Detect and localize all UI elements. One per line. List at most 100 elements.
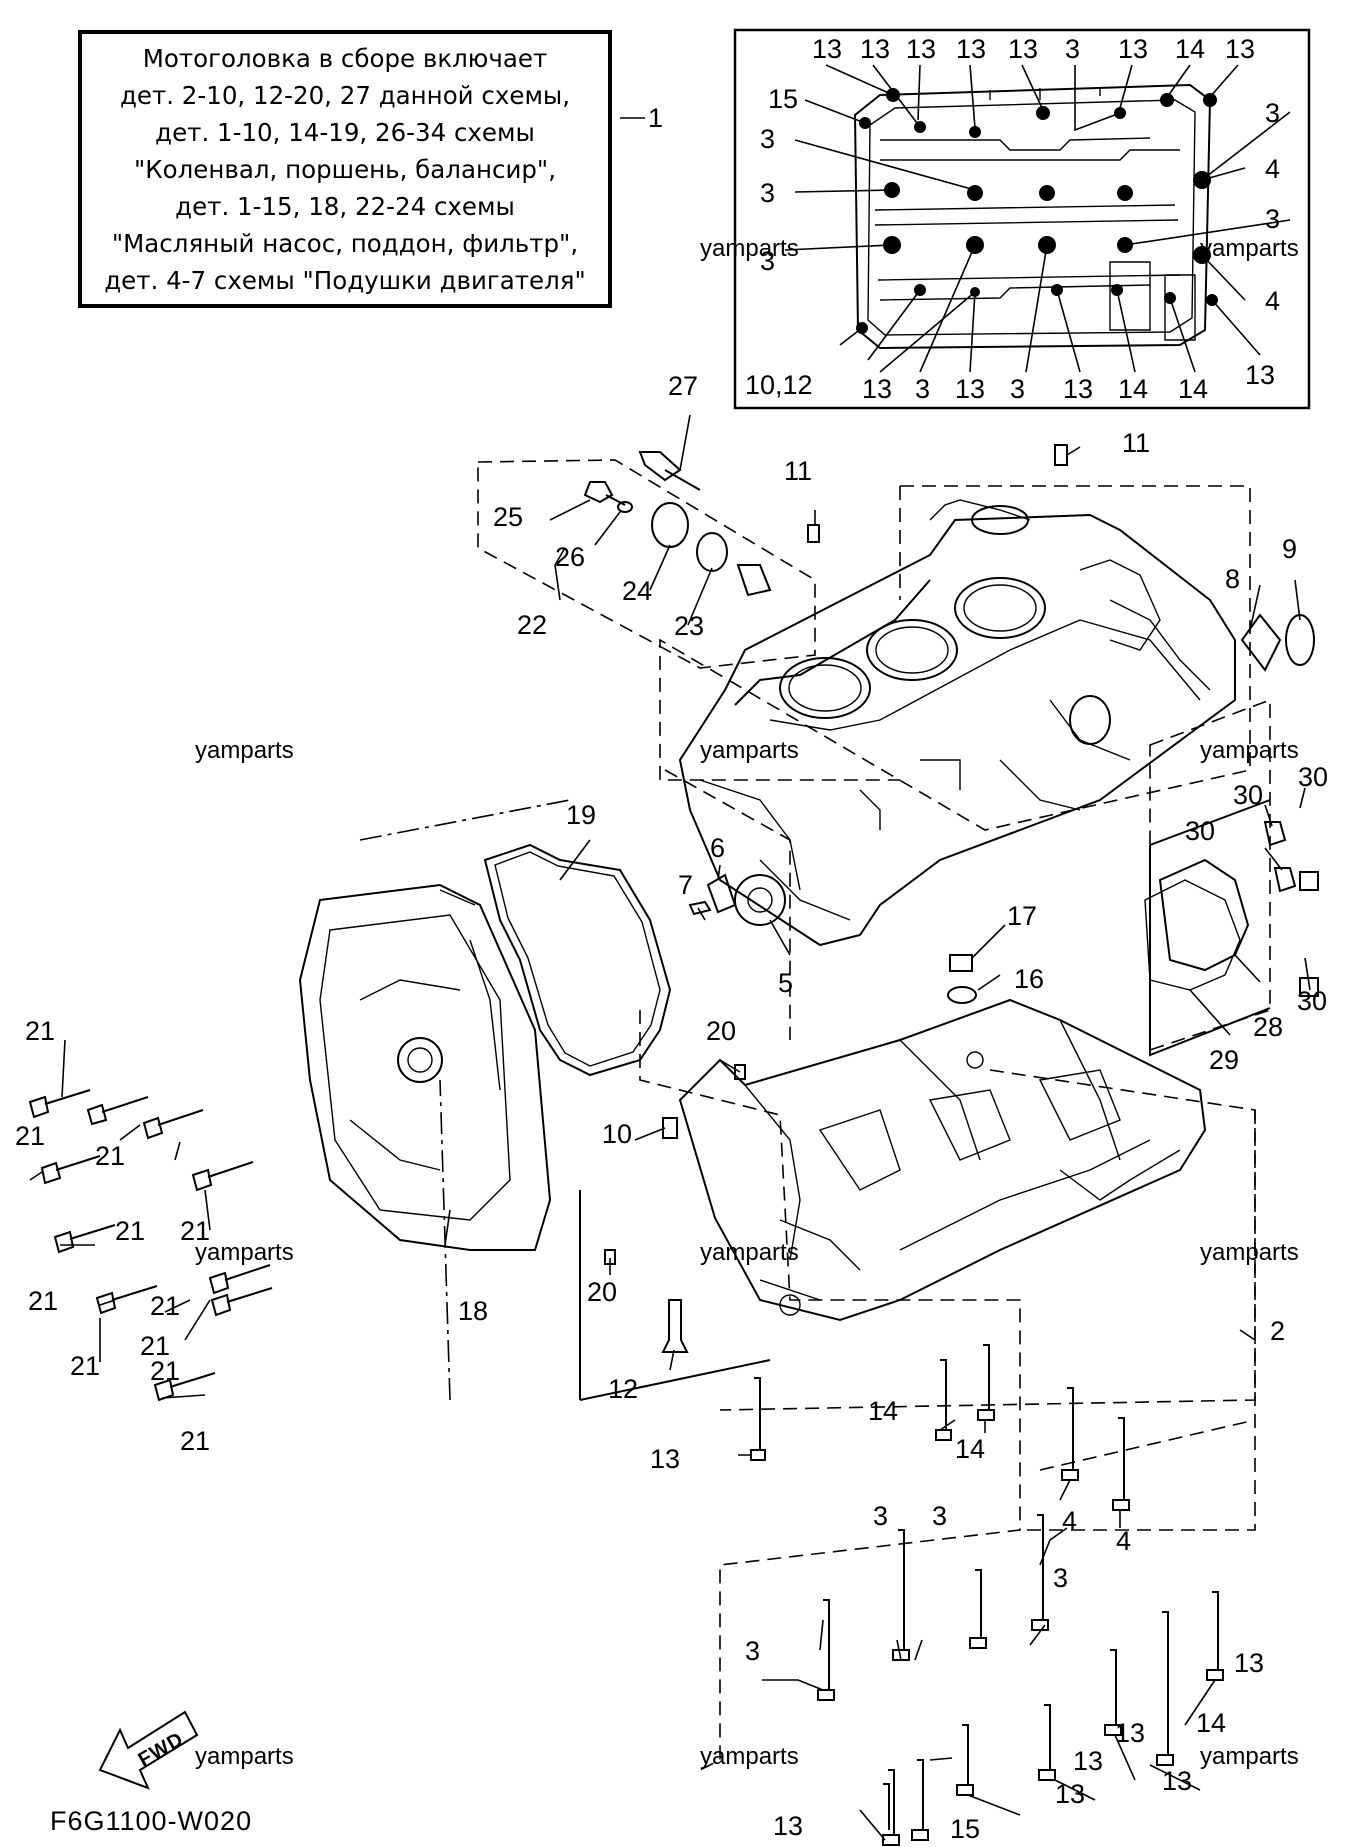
part-callout: 13 [812, 34, 842, 64]
part-callout: 6 [710, 833, 725, 863]
part-callout: 13 [956, 34, 986, 64]
part-callout: 11 [1122, 428, 1150, 458]
assembly-note-line: дет. 1-10, 14-19, 26-34 схемы [155, 117, 535, 147]
part-callout: 13 [1008, 34, 1038, 64]
part-callout: 28 [1253, 1012, 1283, 1042]
part-callout: 22 [517, 610, 547, 640]
watermark: yamparts [195, 737, 294, 764]
part-callout: 20 [587, 1277, 617, 1307]
part-callout: 1 [648, 103, 663, 133]
assembly-note-line: "Масляный насос, поддон, фильтр", [111, 228, 579, 258]
part-callout: 14 [1196, 1708, 1226, 1738]
fwd-arrow-icon: FWD [98, 1710, 199, 1790]
part-callout: 7 [678, 870, 693, 900]
assembly-note-line: дет. 4-7 схемы "Подушки двигателя" [104, 265, 586, 295]
inset-panel [733, 28, 1311, 410]
part-callout: 21 [95, 1141, 125, 1171]
watermark: yamparts [1200, 737, 1299, 764]
part-callout: 13 [1073, 1746, 1103, 1776]
part-callout: 21 [28, 1286, 58, 1316]
part-callout: 13 [650, 1444, 680, 1474]
part-callout: 14 [955, 1434, 985, 1464]
part-callout: 17 [1007, 901, 1037, 931]
small-parts [583, 444, 1319, 1353]
part-callout: 25 [493, 502, 523, 532]
part-callout: 30 [1298, 762, 1328, 792]
part-callout: 21 [180, 1426, 210, 1456]
part-callout: 21 [70, 1351, 100, 1381]
part-callout: 3 [760, 246, 775, 276]
assembly-note-line: Мотоголовка в сборе включает [142, 43, 548, 73]
part-callout: 21 [180, 1216, 210, 1246]
part-callout: 3 [915, 374, 930, 404]
upper-crankcase [678, 499, 1236, 947]
group-boundaries [359, 459, 1271, 1771]
assembly-note-line: дет. 1-15, 18, 22-24 схемы [175, 191, 515, 221]
part-callout: 20 [706, 1016, 736, 1046]
part-callout: 14 [868, 1396, 898, 1426]
part-callout: 13 [1245, 360, 1275, 390]
watermark: yamparts [1200, 1239, 1299, 1266]
part-callout: 3 [1265, 204, 1280, 234]
fwd-label: FWD [135, 1728, 188, 1771]
part-callout: 21 [150, 1291, 180, 1321]
part-callout: 13 [773, 1811, 803, 1841]
part-callout: 13 [862, 374, 892, 404]
part-callout: 24 [622, 576, 652, 606]
diagram-code: F6G1100-W020 [50, 1806, 252, 1836]
part-callout: 13 [955, 374, 985, 404]
part-callout: 13 [1115, 1718, 1145, 1748]
watermark: yamparts [1200, 1743, 1299, 1770]
part-callout: 18 [458, 1296, 488, 1326]
part-callout: 16 [1014, 964, 1044, 994]
part-callout: 14 [1118, 374, 1148, 404]
watermark: yamparts [195, 1743, 294, 1770]
part-callout: 4 [1116, 1526, 1131, 1556]
part-callout: 13 [860, 34, 890, 64]
part-callout: 3 [1053, 1563, 1068, 1593]
part-callout: 13 [1063, 374, 1093, 404]
part-callout: 21 [15, 1121, 45, 1151]
assembly-note-line: "Коленвал, поршень, балансир", [134, 154, 556, 184]
part-callout: 13 [1234, 1648, 1264, 1678]
part-callout: 4 [1265, 154, 1280, 184]
lower-crankcase [678, 998, 1207, 1322]
part-callout: 21 [25, 1016, 55, 1046]
part-callout: 3 [1265, 98, 1280, 128]
part-callout: 30 [1297, 986, 1327, 1016]
watermark: yamparts [700, 1743, 799, 1770]
side-cover-parts [1144, 858, 1250, 991]
watermark: yamparts [700, 737, 799, 764]
assembly-note-box: Мотоголовка в сборе включает дет. 2-10, … [78, 30, 612, 308]
main-callout-labels: 1271111252624232289196751716303030302829… [15, 103, 1328, 1844]
cover-bolts-21 [28, 1089, 273, 1402]
part-callout: 13 [906, 34, 936, 64]
watermark: yamparts [1200, 235, 1299, 262]
watermark: yamparts [700, 1239, 799, 1266]
part-callout: 30 [1233, 780, 1263, 810]
part-callout: 3 [760, 178, 775, 208]
part-callout: 13 [1162, 1766, 1192, 1796]
part-callout: 30 [1185, 816, 1215, 846]
part-callout: 26 [555, 542, 585, 572]
part-callout: 9 [1282, 534, 1297, 564]
part-callout: 8 [1225, 564, 1240, 594]
part-callout: 23 [674, 611, 704, 641]
part-callout: 14 [1175, 34, 1205, 64]
part-callout: 15 [768, 84, 798, 114]
part-callout: 3 [1010, 374, 1025, 404]
part-callout: 3 [745, 1636, 760, 1666]
part-callout: 21 [140, 1331, 170, 1361]
part-callout: 27 [668, 371, 698, 401]
crankcase-bolts-lower [750, 1344, 1224, 1846]
part-callout: 10 [602, 1119, 632, 1149]
watermark: yamparts [195, 1239, 294, 1266]
part-callout: 15 [950, 1814, 980, 1844]
part-callout: 21 [150, 1356, 180, 1386]
part-callout: 3 [1065, 34, 1080, 64]
part-callout: 13 [1055, 1779, 1085, 1809]
front-cover-and-gasket [298, 843, 672, 1251]
part-callout: 5 [778, 968, 793, 998]
